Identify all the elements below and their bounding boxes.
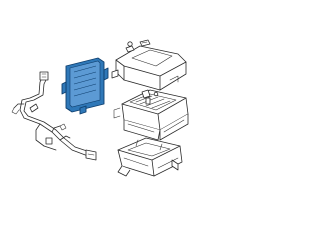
control-module[interactable] [61,57,109,115]
fuse-block-lower-bracket[interactable] [117,137,183,177]
wiring-harness[interactable] [11,71,97,161]
parts-diagram [11,39,189,177]
parts-diagram-svg [11,39,189,177]
fuse-block-cover[interactable] [111,39,187,91]
fuse-block[interactable] [113,89,189,141]
